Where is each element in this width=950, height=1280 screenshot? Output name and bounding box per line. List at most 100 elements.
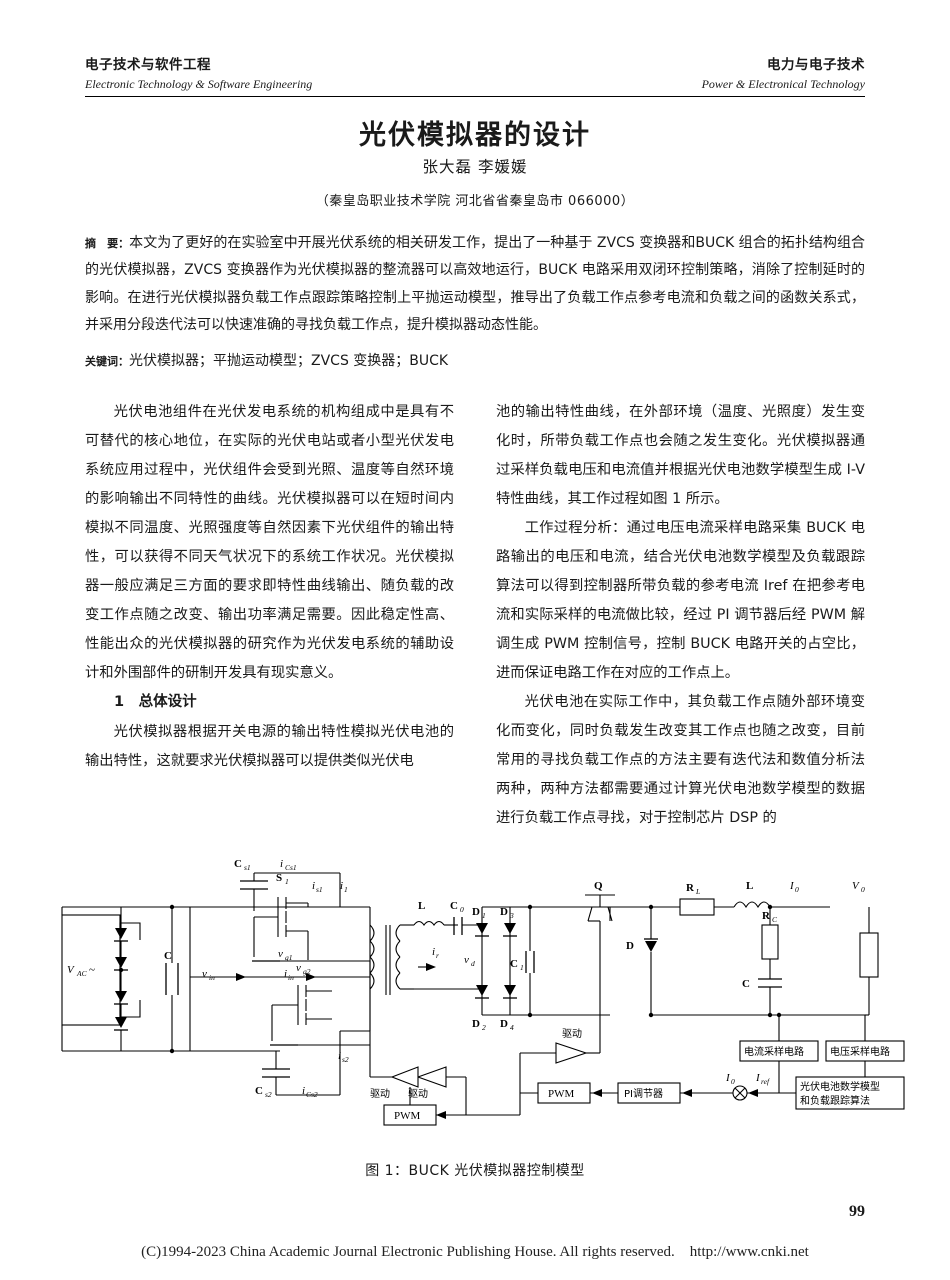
svg-text:C: C (164, 950, 172, 962)
svg-text:D: D (500, 1018, 508, 1030)
svg-text:s2: s2 (265, 1090, 272, 1099)
journal-name-cn: 电子技术与软件工程 (85, 57, 211, 73)
keywords-block: 关键词：光伏模拟器；平抛运动模型；ZVCS 变换器；BUCK (85, 348, 865, 375)
svg-text:D: D (472, 906, 480, 918)
affiliation: （秦皇岛职业技术学院 河北省省秦皇岛市 066000） (315, 194, 635, 209)
page-number: 99 (849, 1203, 865, 1220)
svg-text:C: C (234, 858, 242, 870)
svg-text:C: C (450, 900, 458, 912)
page-title: 光伏模拟器的设计 (359, 120, 591, 151)
svg-text:d: d (471, 959, 475, 968)
svg-text:I: I (725, 1072, 731, 1084)
abstract-label: 摘 要： (85, 238, 130, 250)
svg-text:C: C (742, 978, 750, 990)
journal-name-en: Electronic Technology & Software Enginee… (85, 77, 313, 92)
svg-text:i: i (338, 1050, 341, 1062)
svg-text:i: i (284, 968, 287, 980)
svg-text:0: 0 (795, 885, 799, 894)
paragraph: 光伏电池在实际工作中，其负载工作点随外部环境变化而变化，同时负载发生改变其工作点… (496, 694, 865, 827)
paragraph: 工作过程分析：通过电压电流采样电路采集 BUCK 电路输出的电压和电流，结合光伏… (496, 520, 865, 682)
svg-text:s2: s2 (342, 1055, 349, 1064)
svg-text:I: I (789, 880, 795, 892)
svg-text:Q: Q (594, 880, 603, 892)
svg-text:2: 2 (482, 1023, 486, 1032)
svg-text:3: 3 (509, 911, 514, 920)
svg-text:r: r (436, 951, 439, 960)
svg-text:R: R (686, 882, 695, 894)
section-heading: 1 总体设计 (114, 694, 197, 711)
paragraph: 光伏模拟器根据开关电源的输出特性模拟光伏电池的输出特性，这就要求光伏模拟器可以提… (85, 723, 454, 769)
svg-text:AC: AC (76, 969, 88, 978)
header-right: 电力与电子技术 Power & Electronical Technology (702, 55, 865, 93)
keywords-text: 光伏模拟器；平抛运动模型；ZVCS 变换器；BUCK (129, 353, 449, 369)
header-left: 电子技术与软件工程 Electronic Technology & Softwa… (85, 55, 312, 93)
svg-text:i: i (302, 1085, 305, 1097)
svg-text:L: L (746, 880, 753, 892)
label-pi: PI调节器 (624, 1088, 663, 1100)
label-drive-top: 驱动 (562, 1028, 582, 1040)
svg-text:D: D (500, 906, 508, 918)
svg-text:g1: g1 (285, 953, 293, 962)
svg-text:V: V (67, 964, 75, 976)
svg-text:s1: s1 (244, 863, 251, 872)
paragraph: 池的输出特性曲线，在外部环境（温度、光照度）发生变化时，所带负载工作点也会随之发… (496, 404, 865, 508)
svg-text:R: R (762, 910, 771, 922)
circuit-svg: .w{stroke:#000;stroke-width:1.1;fill:non… (61, 858, 905, 1126)
paragraph: 光伏电池组件在光伏发电系统的机构组成中是具有不可替代的核心地位，在实际的光伏电站… (85, 404, 454, 682)
svg-text:g2: g2 (303, 967, 311, 976)
figure-caption: 图 1：BUCK 光伏模拟器控制模型 (365, 1163, 585, 1179)
svg-text:v: v (296, 962, 301, 974)
svg-text:v: v (202, 968, 207, 980)
svg-text:i: i (432, 946, 435, 958)
svg-text:D: D (472, 1018, 480, 1030)
svg-text:C: C (772, 915, 778, 924)
column-right: 池的输出特性曲线，在外部环境（温度、光照度）发生变化时，所带负载工作点也会随之发… (496, 398, 865, 838)
abstract-text: 本文为了更好的在实验室中开展光伏系统的相关研发工作，提出了一种基于 ZVCS 变… (85, 235, 865, 333)
svg-text:ref: ref (761, 1077, 770, 1086)
label-drive-2: 驱动 (408, 1088, 428, 1100)
section-name-en: Power & Electronical Technology (701, 77, 865, 92)
svg-text:D: D (626, 940, 634, 952)
label-current-sample: 电流采样电路 (744, 1045, 804, 1058)
section-name-cn: 电力与电子技术 (767, 57, 865, 73)
svg-text:C: C (255, 1085, 263, 1097)
label-pwm-left: PWM (394, 1110, 421, 1122)
abstract-block: 摘 要：本文为了更好的在实验室中开展光伏系统的相关研发工作，提出了一种基于 ZV… (85, 230, 865, 339)
svg-text:1: 1 (285, 877, 289, 886)
svg-text:i: i (280, 858, 283, 870)
svg-text:~: ~ (89, 964, 95, 976)
label-drive-1: 驱动 (370, 1088, 390, 1100)
label-model-1: 光伏电池数学模型 (800, 1080, 880, 1093)
label-pwm-mid: PWM (548, 1088, 575, 1100)
copyright-notice: (C)1994-2023 China Academic Journal Elec… (141, 1244, 809, 1260)
svg-text:S: S (276, 872, 282, 884)
svg-text:L: L (695, 887, 700, 896)
body-columns: 光伏电池组件在光伏发电系统的机构组成中是具有不可替代的核心地位，在实际的光伏电站… (85, 398, 865, 838)
svg-text:I: I (755, 1072, 761, 1084)
keywords-label: 关键词： (85, 356, 129, 368)
label-voltage-sample: 电压采样电路 (830, 1045, 890, 1058)
header-rule (85, 96, 865, 98)
figure-circuit-diagram: .w{stroke:#000;stroke-width:1.1;fill:non… (40, 845, 910, 1165)
svg-text:v: v (464, 954, 469, 966)
svg-text:0: 0 (731, 1077, 735, 1086)
svg-text:V: V (852, 880, 860, 892)
column-left: 光伏电池组件在光伏发电系统的机构组成中是具有不可替代的核心地位，在实际的光伏电站… (85, 398, 454, 838)
svg-text:v: v (278, 948, 283, 960)
svg-text:0: 0 (460, 905, 464, 914)
svg-text:L: L (418, 900, 425, 912)
svg-text:1: 1 (482, 911, 486, 920)
svg-text:4: 4 (510, 1023, 514, 1032)
svg-text:Cs2: Cs2 (306, 1090, 318, 1099)
svg-text:i: i (312, 880, 315, 892)
svg-text:C: C (510, 958, 518, 970)
label-model-2: 和负载跟踪算法 (800, 1094, 870, 1107)
svg-text:0: 0 (861, 885, 865, 894)
svg-text:1: 1 (344, 885, 348, 894)
svg-text:i: i (340, 880, 343, 892)
svg-text:1: 1 (520, 963, 524, 972)
svg-text:Cs1: Cs1 (285, 863, 297, 872)
svg-text:s1: s1 (316, 885, 323, 894)
running-header: 电子技术与软件工程 Electronic Technology & Softwa… (85, 55, 865, 98)
